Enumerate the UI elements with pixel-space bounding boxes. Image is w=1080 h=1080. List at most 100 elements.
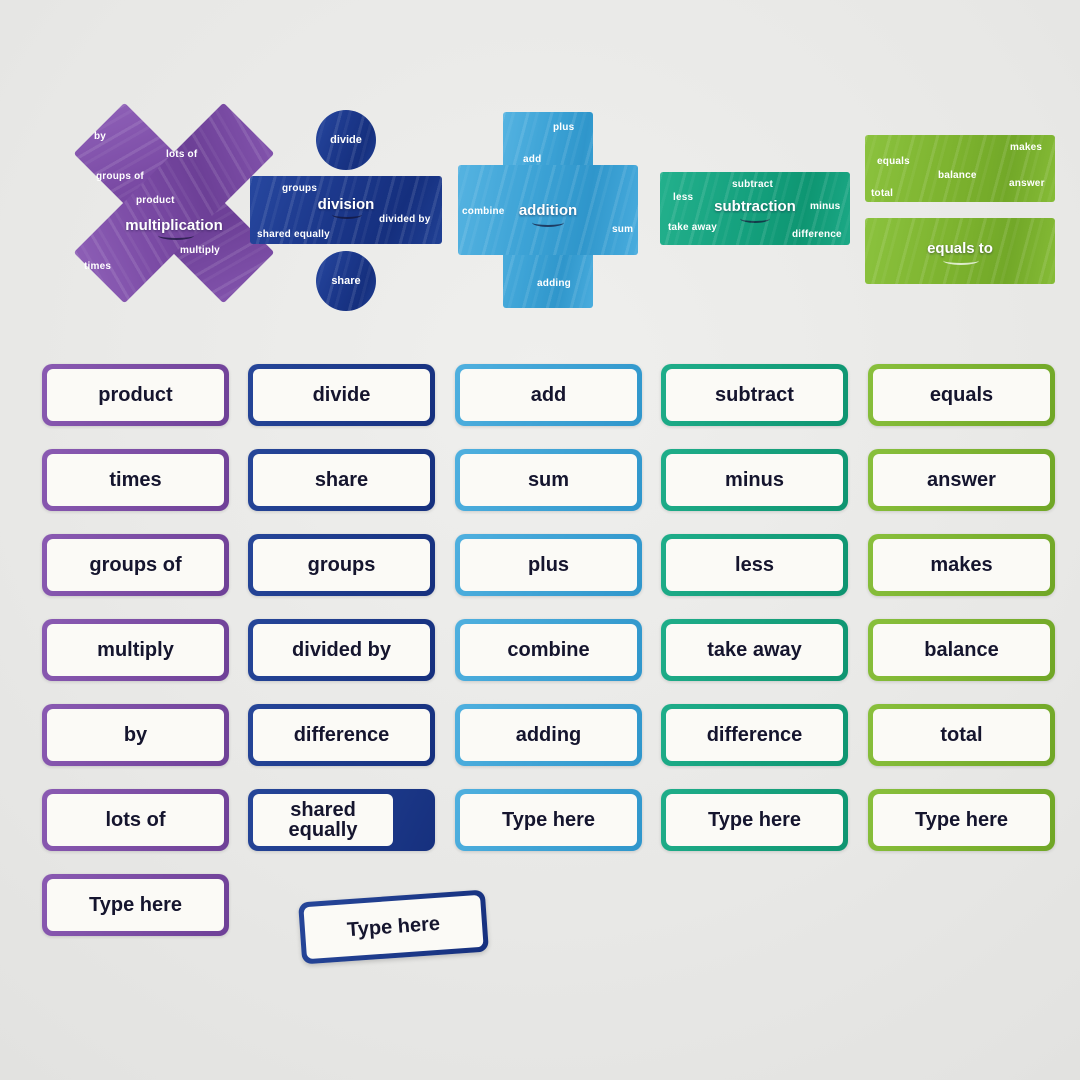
word-card[interactable]: difference <box>661 704 848 766</box>
type-here-label: Type here <box>47 879 224 931</box>
word-card[interactable]: less <box>661 534 848 596</box>
word-card[interactable]: plus <box>455 534 642 596</box>
word-card[interactable]: shared equally <box>248 789 435 851</box>
word-card-label: makes <box>873 539 1050 591</box>
word-card[interactable]: combine <box>455 619 642 681</box>
word-card[interactable]: add <box>455 364 642 426</box>
word-card[interactable]: equals <box>868 364 1055 426</box>
word-card-label: share <box>253 454 430 506</box>
equals-word-total: total <box>871 188 894 199</box>
division-word-groups: groups <box>282 183 318 194</box>
subtraction-label: subtraction <box>714 198 796 215</box>
word-card-label: groups <box>253 539 430 591</box>
word-card[interactable]: by <box>42 704 229 766</box>
addition-word-add: add <box>523 154 542 165</box>
type-here-label: Type here <box>460 794 637 846</box>
type-here-card[interactable]: Type here <box>455 789 642 851</box>
division-label: division <box>317 196 375 213</box>
word-card[interactable]: groups of <box>42 534 229 596</box>
division-word-share: share <box>331 275 361 287</box>
word-card-label: subtract <box>666 369 843 421</box>
word-card[interactable]: product <box>42 364 229 426</box>
division-dot-top: divide <box>316 110 376 170</box>
word-card[interactable]: makes <box>868 534 1055 596</box>
card-column-addition: add sum plus combine adding Type here <box>455 364 642 851</box>
word-card[interactable]: share <box>248 449 435 511</box>
type-here-card[interactable]: Type here <box>42 874 229 936</box>
card-column-multiplication: product times groups of multiply by lots… <box>42 364 229 936</box>
word-card[interactable]: answer <box>868 449 1055 511</box>
squiggle-underline <box>158 231 194 240</box>
squiggle-underline <box>943 256 979 265</box>
addition-word-combine: combine <box>462 206 505 217</box>
word-card-label: by <box>47 709 224 761</box>
subtraction-word-take-away: take away <box>668 222 718 233</box>
word-card-label: divided by <box>253 624 430 676</box>
type-here-card[interactable]: Type here <box>661 789 848 851</box>
mult-word-times: times <box>84 261 112 272</box>
mult-word-by: by <box>94 131 107 142</box>
word-card-label: times <box>47 454 224 506</box>
type-here-card-tilted[interactable]: Type here <box>298 889 489 965</box>
word-card-label: lots of <box>47 794 224 846</box>
word-card[interactable]: total <box>868 704 1055 766</box>
word-card-label: divide <box>253 369 430 421</box>
card-column-division: divide share groups divided by differenc… <box>248 364 435 851</box>
subtraction-word-subtract: subtract <box>732 179 774 190</box>
word-card-label: minus <box>666 454 843 506</box>
type-here-label: Type here <box>666 794 843 846</box>
addition-label: addition <box>518 202 578 219</box>
word-card[interactable]: groups <box>248 534 435 596</box>
word-card-label: balance <box>873 624 1050 676</box>
addition-plus-shape: plus add combine addition sum adding <box>458 112 638 308</box>
subtraction-bar-shape: subtract less subtraction minus take awa… <box>660 172 850 245</box>
word-card[interactable]: times <box>42 449 229 511</box>
word-card[interactable]: minus <box>661 449 848 511</box>
word-card[interactable]: multiply <box>42 619 229 681</box>
equals-bar-bottom-shape: equals to <box>865 218 1055 284</box>
word-card[interactable]: sum <box>455 449 642 511</box>
word-card-label: multiply <box>47 624 224 676</box>
word-card-label: difference <box>253 709 430 761</box>
card-column-equals: equals answer makes balance total Type h… <box>868 364 1055 851</box>
division-word-divided-by: divided by <box>379 214 431 225</box>
division-word-shared-equally: shared equally <box>257 229 330 240</box>
word-card-label: answer <box>873 454 1050 506</box>
type-here-label: Type here <box>873 794 1050 846</box>
multiplication-label: multiplication <box>125 217 223 234</box>
type-here-card[interactable]: Type here <box>868 789 1055 851</box>
word-card[interactable]: divide <box>248 364 435 426</box>
word-card[interactable]: take away <box>661 619 848 681</box>
equals-to-label: equals to <box>927 240 993 257</box>
squiggle-underline <box>332 210 362 219</box>
type-here-label: Type here <box>303 894 484 960</box>
equals-word-answer: answer <box>1009 178 1045 189</box>
squiggle-underline <box>740 214 770 223</box>
division-dot-bottom: share <box>316 251 376 311</box>
mult-word-product: product <box>136 195 175 206</box>
equals-word-makes: makes <box>1010 142 1043 153</box>
addition-word-plus: plus <box>553 122 575 133</box>
word-card-label: equals <box>873 369 1050 421</box>
addition-word-sum: sum <box>612 224 634 235</box>
word-card-label: sum <box>460 454 637 506</box>
addition-word-adding: adding <box>537 278 571 289</box>
subtraction-word-minus: minus <box>810 201 841 212</box>
word-card[interactable]: lots of <box>42 789 229 851</box>
word-card[interactable]: difference <box>248 704 435 766</box>
multiplication-cross-shape: by lots of groups of product multiplicat… <box>58 102 290 304</box>
word-card-label: add <box>460 369 637 421</box>
word-card-label: less <box>666 539 843 591</box>
word-card-label: shared equally <box>253 794 393 846</box>
word-card-label: take away <box>666 624 843 676</box>
word-card[interactable]: subtract <box>661 364 848 426</box>
word-card[interactable]: adding <box>455 704 642 766</box>
word-card-label: difference <box>666 709 843 761</box>
squiggle-underline <box>532 218 564 227</box>
equals-word-balance: balance <box>938 170 977 181</box>
equals-word-equals: equals <box>877 156 910 167</box>
word-card[interactable]: divided by <box>248 619 435 681</box>
card-column-subtraction: subtract minus less take away difference… <box>661 364 848 851</box>
word-card[interactable]: balance <box>868 619 1055 681</box>
subtraction-word-difference: difference <box>792 229 842 240</box>
